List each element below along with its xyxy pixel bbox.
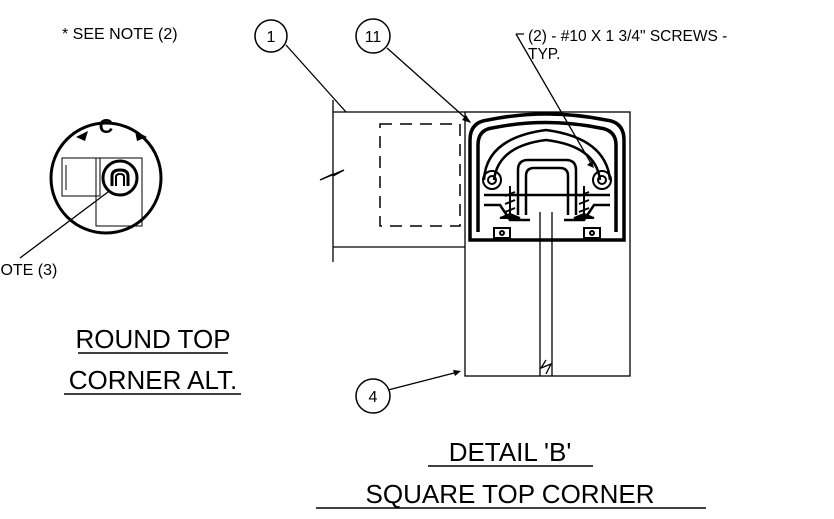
- section-c-label: C: [99, 116, 113, 138]
- balloon-1: 1: [254, 19, 288, 53]
- round-title-line1: ROUND TOP: [75, 324, 230, 354]
- detail-title-line2: SQUARE TOP CORNER: [366, 479, 655, 509]
- screws-note-line1: (2) - #10 X 1 3/4" SCREWS -: [528, 28, 727, 45]
- round-top-corner-detail: C: [49, 116, 163, 235]
- leader-lines: [19, 33, 594, 391]
- detail-b-title: DETAIL 'B' SQUARE TOP CORNER: [316, 437, 706, 509]
- note3-text: IOTE (3): [0, 262, 57, 279]
- screw-right: [573, 170, 612, 219]
- see-note-text: * SEE NOTE (2): [62, 26, 178, 43]
- round-title-line2: CORNER ALT.: [69, 365, 238, 395]
- screws-note-line2: TYP.: [528, 46, 560, 63]
- detail-title-line1: DETAIL 'B': [449, 437, 572, 467]
- round-top-title: ROUND TOP CORNER ALT.: [64, 324, 241, 395]
- square-corner-detail: [319, 100, 631, 377]
- balloon-4-label: 4: [369, 389, 378, 406]
- balloon-11-label: 11: [365, 29, 382, 46]
- balloon-4: 4: [355, 378, 391, 414]
- screw-left: [482, 170, 521, 219]
- balloon-11: 11: [355, 18, 391, 54]
- balloon-1-label: 1: [267, 29, 276, 46]
